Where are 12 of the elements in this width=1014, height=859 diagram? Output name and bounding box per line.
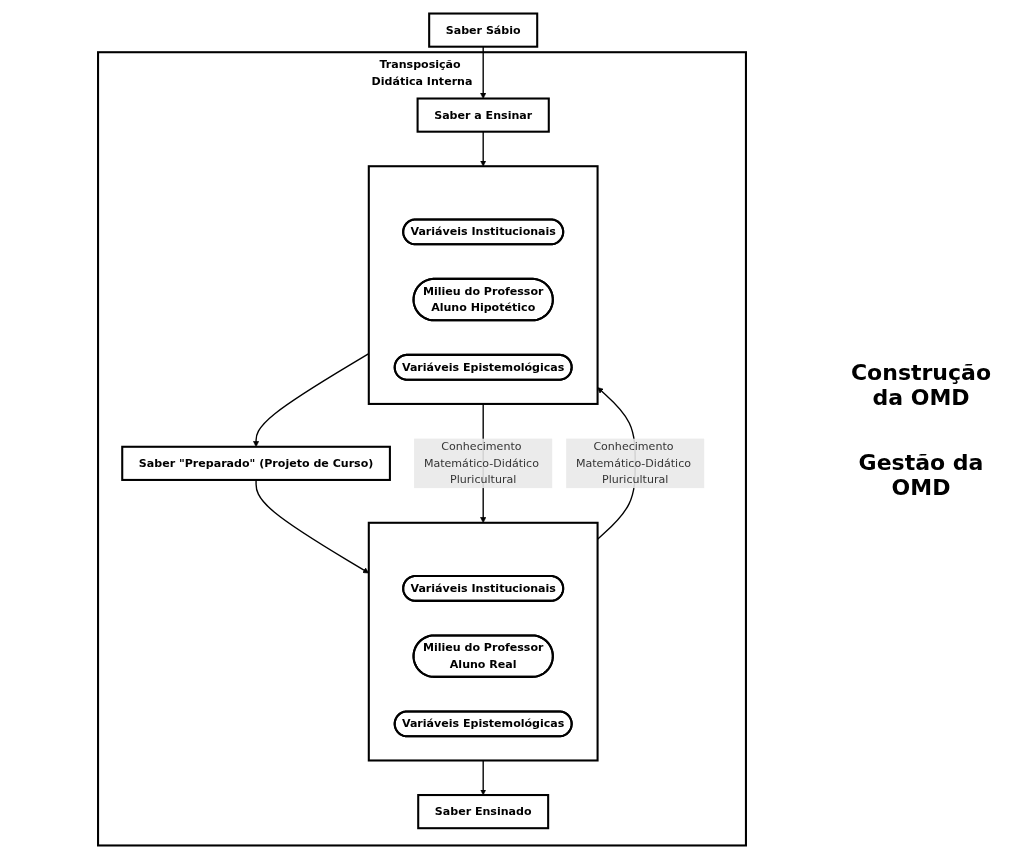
node-box: Saber a Ensinar — [416, 97, 550, 133]
edge-label: Conhecimento Matemático-Didático Pluricultural — [575, 439, 691, 487]
cluster — [367, 165, 599, 405]
side-note: Gestão da OMD — [857, 449, 985, 500]
arrow — [480, 131, 487, 167]
side-note: Construção da OMD — [849, 359, 992, 410]
node-box: Saber Ensinado — [417, 794, 550, 830]
node-box: Saber "Preparado" (Projeto de Curso) — [121, 445, 391, 481]
arrow — [480, 46, 487, 99]
edge-label: Conhecimento Matemático-Didático Pluricultural — [423, 439, 539, 487]
node-box: Saber Sábio — [428, 12, 539, 48]
cluster — [367, 521, 599, 762]
